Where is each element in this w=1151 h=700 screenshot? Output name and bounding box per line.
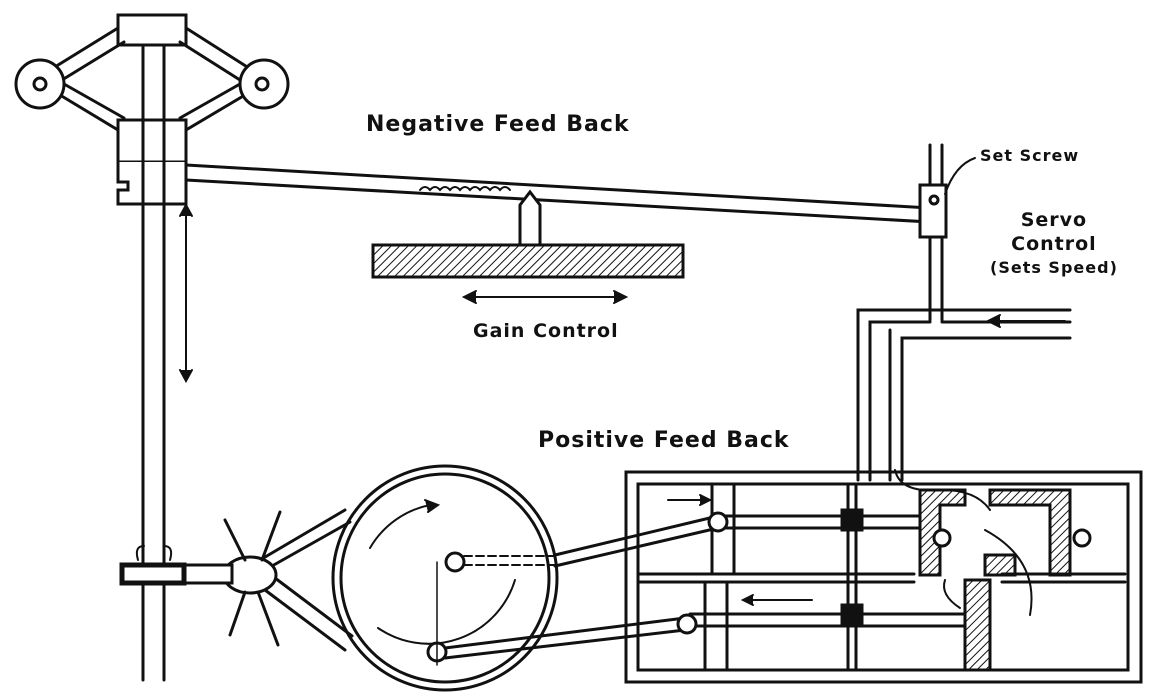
gain-control-label: Gain Control	[473, 320, 619, 342]
positive-feedback-label: Positive Feed Back	[538, 428, 790, 453]
set-screw-label: Set Screw	[980, 146, 1080, 165]
vertical-motion-arrow	[179, 202, 193, 384]
feedback-lever	[184, 163, 932, 224]
servo-label-line2: Control	[1011, 233, 1097, 255]
servo-control-label: Servo Control (Sets Speed)	[990, 208, 1118, 280]
servo-label-line3: (Sets Speed)	[990, 258, 1118, 277]
gain-control-fulcrum	[371, 189, 685, 304]
flyball-governor	[14, 13, 290, 682]
flywheel	[119, 464, 729, 692]
cylinder-housing	[624, 469, 1143, 684]
servo-label-line1: Servo	[1020, 209, 1088, 231]
servo-control-rod	[856, 143, 1072, 482]
negative-feedback-label: Negative Feed Back	[366, 112, 630, 137]
